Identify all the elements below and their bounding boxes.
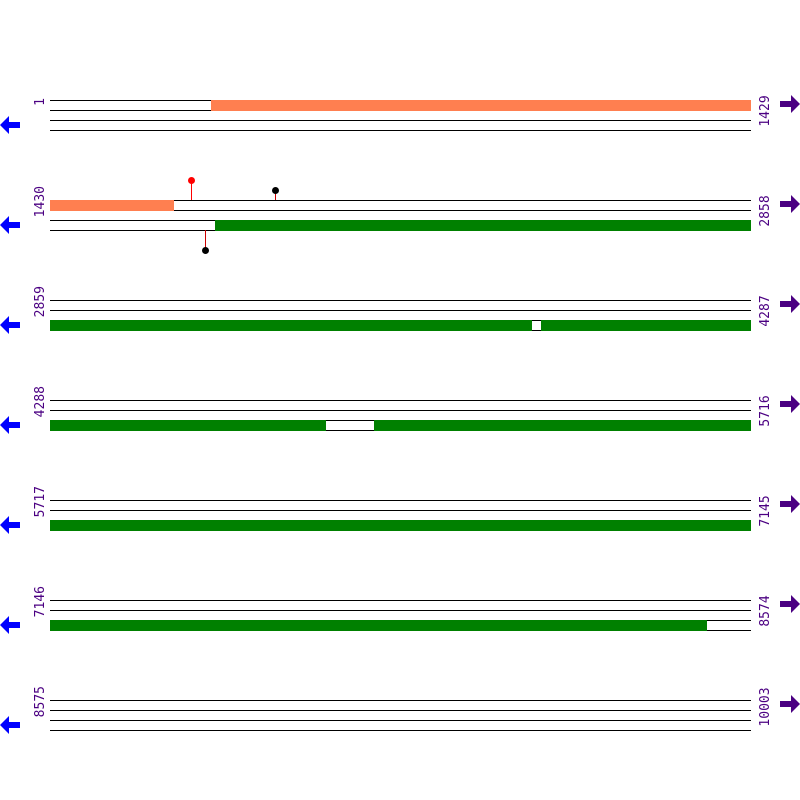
marker-stem (205, 230, 206, 250)
orange-feature-block[interactable] (211, 100, 751, 111)
track-line (50, 710, 751, 711)
left-arrow-icon[interactable] (0, 215, 20, 235)
row-start-label: 1430 (33, 186, 48, 218)
right-arrow-icon[interactable] (780, 494, 800, 514)
right-arrow-icon[interactable] (780, 194, 800, 214)
marker-stem (191, 180, 192, 200)
left-arrow-icon[interactable] (0, 715, 20, 735)
green-feature-block[interactable] (50, 420, 326, 431)
right-arrow-icon[interactable] (780, 294, 800, 314)
row-end-label: 5716 (758, 395, 773, 427)
black-variant-marker-icon[interactable] (202, 247, 209, 254)
sequence-row (0, 0, 800, 100)
track-line (50, 410, 751, 411)
left-arrow-icon[interactable] (0, 415, 20, 435)
marker-stem (275, 190, 276, 200)
track-line (50, 600, 751, 601)
black-variant-marker-icon[interactable] (272, 187, 279, 194)
right-arrow-icon[interactable] (780, 394, 800, 414)
left-arrow-icon[interactable] (0, 515, 20, 535)
track-line (50, 700, 751, 701)
row-start-label: 1 (33, 98, 48, 106)
green-feature-block[interactable] (50, 620, 707, 631)
track-line (50, 200, 751, 201)
track-line (50, 310, 751, 311)
row-start-label: 2859 (33, 286, 48, 318)
orange-feature-block[interactable] (50, 200, 174, 211)
row-start-label: 5717 (33, 486, 48, 518)
row-end-label: 10003 (758, 687, 773, 727)
row-end-label: 4287 (758, 295, 773, 327)
track-line (50, 730, 751, 731)
green-feature-block[interactable] (541, 320, 751, 331)
left-arrow-icon[interactable] (0, 615, 20, 635)
track-line (50, 130, 751, 131)
row-end-label: 8574 (758, 595, 773, 627)
track-line (50, 120, 751, 121)
row-start-label: 7146 (33, 586, 48, 618)
track-line (50, 610, 751, 611)
left-arrow-icon[interactable] (0, 315, 20, 335)
track-line (50, 510, 751, 511)
green-feature-block[interactable] (50, 520, 751, 531)
left-arrow-icon[interactable] (0, 115, 20, 135)
track-line (50, 210, 751, 211)
right-arrow-icon[interactable] (780, 94, 800, 114)
right-arrow-icon[interactable] (780, 594, 800, 614)
row-end-label: 2858 (758, 195, 773, 227)
green-feature-block[interactable] (50, 320, 532, 331)
row-start-label: 8575 (33, 686, 48, 718)
red-variant-marker-icon[interactable] (188, 177, 195, 184)
row-start-label: 4288 (33, 386, 48, 418)
right-arrow-icon[interactable] (780, 694, 800, 714)
row-end-label: 7145 (758, 495, 773, 527)
green-feature-block[interactable] (215, 220, 751, 231)
green-feature-block[interactable] (374, 420, 751, 431)
track-line (50, 500, 751, 501)
track-line (50, 720, 751, 721)
track-line (50, 400, 751, 401)
track-line (50, 300, 751, 301)
